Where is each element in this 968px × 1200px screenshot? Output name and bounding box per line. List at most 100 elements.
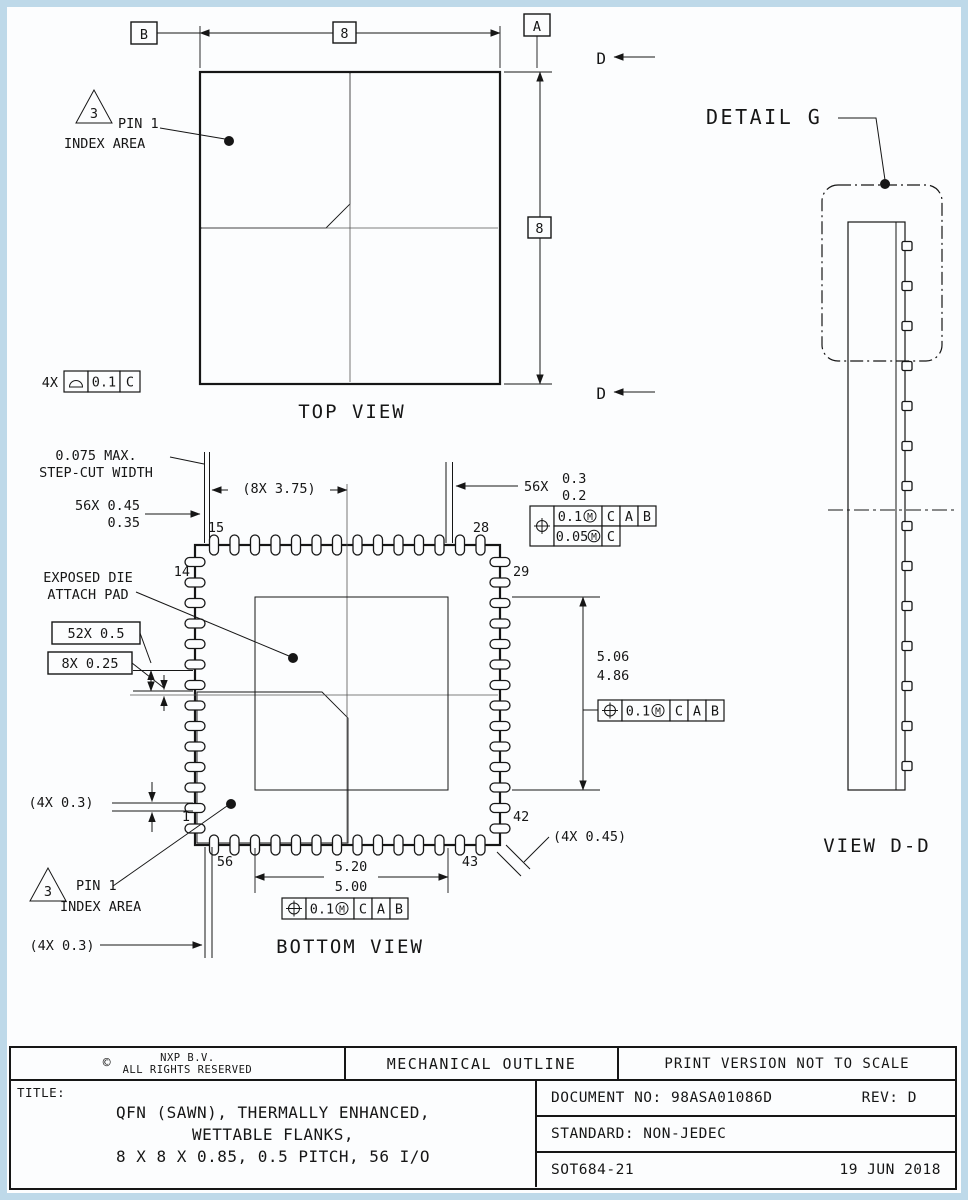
pin-pad-right (489, 823, 511, 834)
date: 19 JUN 2018 (839, 1162, 941, 1178)
note-flag-number: 3 (44, 884, 52, 900)
height-dimension: A 8 (504, 13, 552, 385)
pitch-span-value: (8X 3.75) (242, 481, 315, 497)
coplanarity-datum: C (126, 375, 134, 391)
pin1-leader-dot (224, 136, 234, 146)
pin-label-29: 29 (513, 564, 529, 580)
position-symbol-icon (286, 900, 302, 917)
pin-pad-left (184, 802, 206, 814)
pin1-note-top: 3 PIN 1 INDEX AREA (64, 88, 159, 152)
pin-pad-left (184, 761, 206, 773)
standard: STANDARD: NON-JEDEC (551, 1126, 727, 1142)
pin-pad-top (454, 534, 466, 556)
title-line1: QFN (SAWN), THERMALLY ENHANCED, (115, 1102, 431, 1122)
fcf-leads-mod1: M (587, 512, 593, 523)
position-symbol-icon (534, 518, 550, 534)
pin-side (901, 480, 913, 492)
pin-pad-right (489, 659, 511, 670)
print-note: PRINT VERSION NOT TO SCALE (664, 1055, 910, 1072)
pin-pad-left (184, 782, 206, 793)
bottom-view-label: BOTTOM VIEW (276, 936, 424, 958)
pin-pad-top (208, 534, 220, 556)
pin-side (901, 320, 913, 332)
pin-side (901, 280, 913, 292)
pin-pad-right (489, 720, 511, 732)
datum-b-box (130, 21, 158, 45)
pin-pad-top (311, 534, 322, 556)
note-flag-number: 3 (90, 106, 98, 122)
datum-b-label: B (140, 27, 148, 43)
corner-note-right: (4X 0.45) (553, 829, 626, 845)
pin-label-43: 43 (462, 854, 478, 870)
fcf-leads-datum3: B (643, 509, 651, 525)
top-view: 8 B A 8 D D 3 PIN 1 INDEX AREA 4 (42, 13, 655, 423)
side-view-dd: DETAIL G VIEW D-D (706, 105, 958, 857)
pin-pad-bottom (393, 834, 404, 856)
pin-label-56: 56 (217, 854, 233, 870)
pin-pad-right (489, 618, 511, 629)
exposed-pad-line1: EXPOSED DIE (43, 570, 132, 586)
pin-pad-right (489, 577, 511, 588)
pin-pad-top (331, 534, 343, 556)
pin-label-42: 42 (513, 809, 529, 825)
pad-leader-line (135, 591, 290, 657)
detail-g-label: DETAIL G (706, 105, 822, 129)
pin-pad-right (489, 761, 511, 773)
pin-pad-top (290, 534, 302, 556)
company-line1: NXP B.V. (160, 1051, 215, 1064)
pin-pad-top (413, 534, 425, 556)
pin-side (901, 720, 913, 732)
pins-row-top (208, 534, 486, 556)
pin-pad-left (184, 556, 206, 568)
pin-pad-top (434, 534, 445, 556)
coplanarity-count: 4X (42, 375, 58, 391)
pin-pad-left (184, 700, 206, 711)
fcf-pad-h-datum3: B (395, 902, 403, 918)
centerlines-bottom (130, 484, 498, 843)
pitch-callouts: 52X 0.5 8X 0.25 (47, 621, 193, 711)
standard-row: STANDARD: NON-JEDEC (537, 1117, 955, 1153)
profile-surface-icon (68, 380, 84, 388)
pad-height-max: 5.06 (597, 649, 630, 665)
pin1-note-bottom: 3 PIN 1 INDEX AREA (29, 866, 141, 915)
pin-pad-top (475, 534, 486, 556)
pin-side (901, 520, 913, 532)
pin-side (901, 760, 913, 772)
fcf-pad-h-tol: 0.1 (310, 902, 334, 918)
pin1-leader-line-bottom (112, 805, 228, 887)
mmc-modifier-icon (651, 704, 665, 717)
pin1-note-line1: PIN 1 (118, 116, 159, 132)
fcf-leads-mod2: M (591, 532, 597, 543)
package-code: SOT684-21 (551, 1162, 635, 1178)
pitch-note: 52X 0.5 (68, 626, 125, 642)
lead-length-max: 0.3 (562, 471, 586, 487)
title-line3: 8 X 8 X 0.85, 0.5 PITCH, 56 I/O (115, 1146, 431, 1166)
pin-label-15: 15 (208, 520, 224, 536)
pin1-note-line2: INDEX AREA (60, 899, 141, 915)
pin-pad-right (489, 597, 511, 609)
corner-lead-left-dim: (4X 0.3) (28, 782, 193, 832)
pin-pad-left (184, 597, 206, 609)
fcf-leads-tol2: 0.05 (556, 529, 589, 545)
pin1-leader-dot-bottom (226, 799, 236, 809)
pin-side (901, 360, 913, 372)
pin-pad-top (249, 534, 261, 556)
note-flag-triangle-icon (29, 866, 67, 902)
pin-pad-bottom (434, 834, 445, 856)
pin-number-labels: 15 28 14 29 1 42 56 43 (174, 520, 530, 870)
pin-pad-bottom (290, 834, 302, 856)
fcf-pad-v-tol: 0.1 (626, 704, 650, 720)
fcf-leads-datum2: A (625, 509, 633, 525)
lead-width-callout: 56X 0.45 0.35 (75, 498, 201, 531)
pin-pad-right (489, 679, 511, 691)
pin-side (901, 560, 913, 572)
revision: REV: D (861, 1090, 917, 1106)
pin-pad-right (489, 638, 511, 650)
exposed-pad-note: EXPOSED DIE ATTACH PAD (43, 570, 132, 603)
pad-width-dimension: 5.20 5.00 (254, 848, 449, 895)
fcf-pad-v-datum2: A (693, 704, 701, 720)
lead-length-callout: 56X 0.3 0.2 (445, 462, 586, 543)
pitch-span-dimension: (8X 3.75) (211, 480, 348, 497)
width-dimension: 8 B (130, 21, 501, 68)
pin1-index-hatch-bottom (196, 691, 349, 844)
